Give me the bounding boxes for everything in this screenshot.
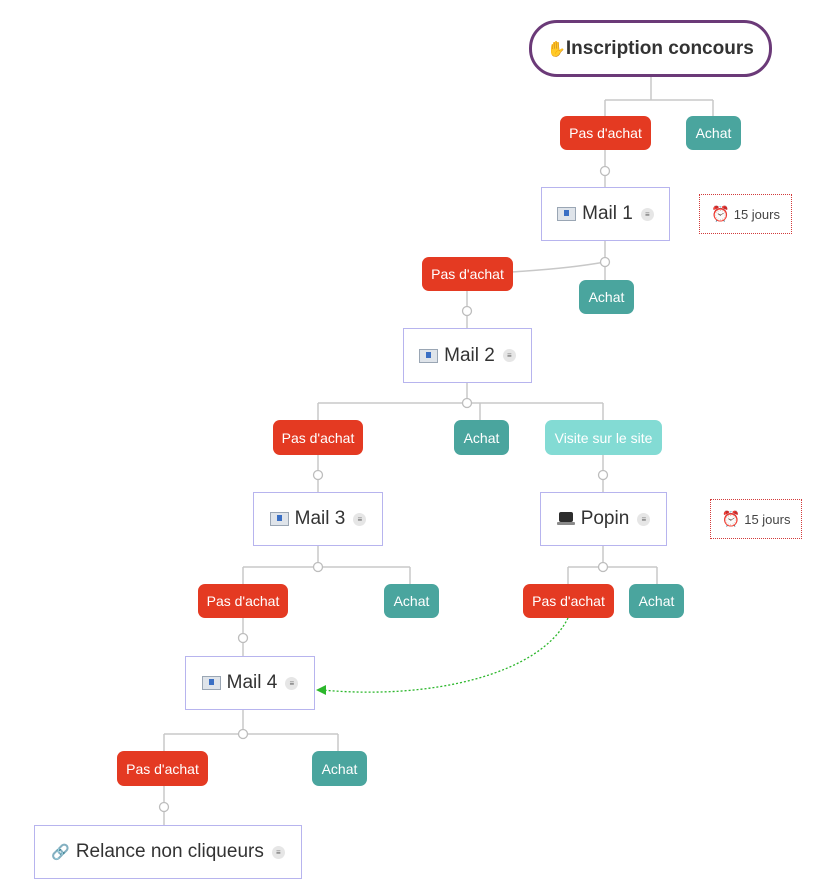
- root-label: Inscription concours: [565, 37, 754, 59]
- purchase-tag[interactable]: Achat: [384, 584, 439, 618]
- mail-4-label: Mail 4: [226, 672, 278, 693]
- timer-1-label: 15 jours: [733, 206, 780, 222]
- no-purchase-tag[interactable]: Pas d'achat: [117, 751, 208, 786]
- note-icon[interactable]: ≡: [353, 512, 367, 526]
- no-purchase-tag[interactable]: Pas d'achat: [560, 116, 651, 150]
- mail-3-node[interactable]: Mail 3 ≡: [253, 492, 383, 546]
- laptop-icon: [556, 512, 575, 526]
- newspaper-icon: [419, 348, 439, 363]
- popin-label: Popin: [580, 508, 630, 529]
- timer-badge-1: ⏰ 15 jours: [699, 194, 792, 234]
- root-topic[interactable]: ✋ Inscription concours: [529, 20, 772, 77]
- alarm-clock-icon: ⏰: [711, 206, 730, 223]
- mail-4-node[interactable]: Mail 4 ≡: [185, 656, 315, 710]
- alarm-clock-icon: ⏰: [721, 511, 741, 528]
- popin-node[interactable]: Popin ≡: [540, 492, 667, 546]
- purchase-tag[interactable]: Achat: [629, 584, 684, 618]
- relance-node[interactable]: 🔗 Relance non cliqueurs ≡: [34, 825, 302, 879]
- site-visit-tag[interactable]: Visite sur le site: [545, 420, 662, 455]
- note-icon[interactable]: ≡: [502, 349, 516, 362]
- purchase-tag[interactable]: Achat: [579, 280, 634, 314]
- newspaper-icon: [557, 207, 577, 221]
- mail-1-label: Mail 1: [582, 203, 633, 224]
- no-purchase-tag[interactable]: Pas d'achat: [422, 257, 513, 291]
- mail-2-node[interactable]: Mail 2 ≡: [403, 328, 532, 383]
- note-icon[interactable]: ≡: [285, 676, 299, 690]
- mail-1-node[interactable]: Mail 1 ≡: [541, 187, 670, 241]
- relance-label: Relance non cliqueurs: [75, 841, 264, 862]
- mail-3-label: Mail 3: [294, 508, 346, 529]
- timer-2-label: 15 jours: [744, 511, 791, 527]
- purchase-tag[interactable]: Achat: [454, 420, 509, 455]
- note-icon[interactable]: ≡: [640, 207, 654, 221]
- newspaper-icon: [201, 676, 221, 690]
- no-purchase-tag[interactable]: Pas d'achat: [273, 420, 363, 455]
- note-icon[interactable]: ≡: [637, 512, 651, 526]
- newspaper-icon: [269, 512, 289, 526]
- raised-hand-icon: ✋: [547, 40, 566, 58]
- purchase-tag[interactable]: Achat: [312, 751, 367, 786]
- timer-badge-2: ⏰ 15 jours: [710, 499, 802, 539]
- note-icon[interactable]: ≡: [271, 845, 285, 859]
- mail-2-label: Mail 2: [444, 344, 495, 366]
- no-purchase-tag[interactable]: Pas d'achat: [523, 584, 614, 618]
- link-icon: 🔗: [51, 844, 70, 861]
- no-purchase-tag[interactable]: Pas d'achat: [198, 584, 288, 618]
- purchase-tag[interactable]: Achat: [686, 116, 741, 150]
